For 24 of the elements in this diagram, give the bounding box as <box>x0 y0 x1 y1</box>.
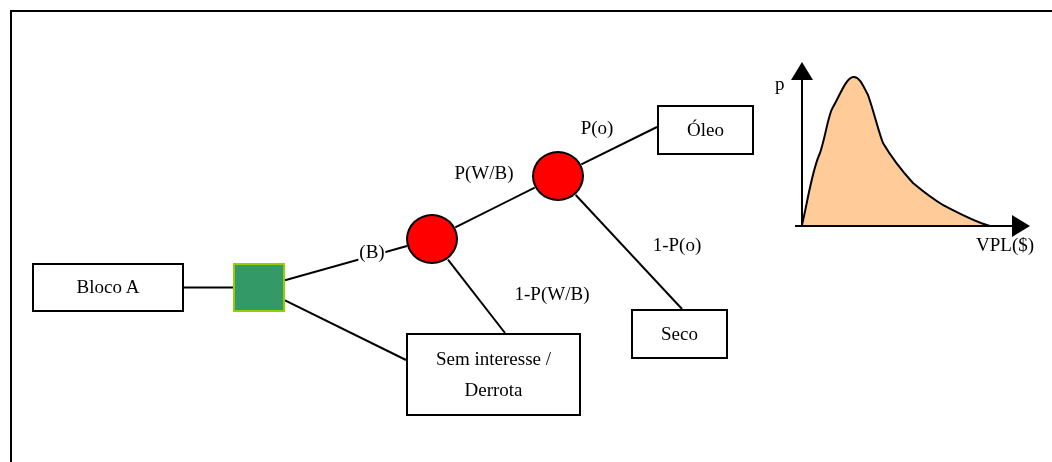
axis-label: VPL($) <box>976 234 1035 256</box>
branch-line <box>454 186 536 229</box>
chance-node-circle <box>406 214 458 264</box>
branch-line <box>284 299 407 361</box>
branch-line <box>183 286 234 289</box>
branch-line <box>580 126 658 166</box>
decision-node-square <box>233 263 285 312</box>
edge-label: 1-P(W/B) <box>513 283 591 305</box>
edge-label: (B) <box>358 241 386 263</box>
edge-label: P(o) <box>579 117 615 139</box>
outcome-box <box>406 333 581 416</box>
axis-label: p <box>775 73 785 95</box>
edge-label: 1-P(o) <box>651 234 703 256</box>
edge-label: P(W/B) <box>453 162 515 184</box>
node-text: Bloco A <box>76 275 140 300</box>
outcome-box <box>631 309 728 359</box>
outcome-box <box>32 263 184 312</box>
node-text: Óleo <box>687 117 724 142</box>
branch-line <box>446 258 506 334</box>
outcome-box <box>657 105 754 155</box>
node-text: Sem interesse / Derrota <box>435 347 552 402</box>
chance-node-circle <box>532 151 584 201</box>
node-text: Seco <box>661 321 698 346</box>
branch-line <box>574 194 683 310</box>
